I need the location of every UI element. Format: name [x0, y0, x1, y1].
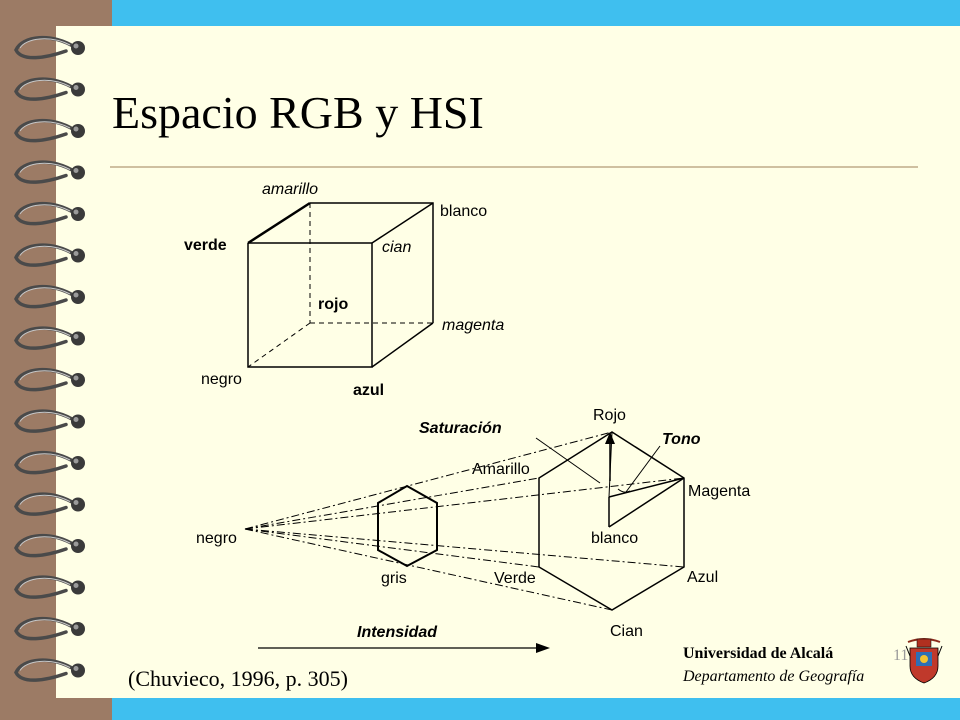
spiral-ring-icon: [14, 284, 85, 309]
small-hexagon: [377, 484, 438, 568]
hsi-label-magenta: Magenta: [688, 483, 750, 500]
cube-label-amarillo: amarillo: [262, 181, 318, 198]
intensity-label: Intensidad: [357, 624, 438, 641]
title-divider: [110, 166, 918, 168]
spiral-ring-icon: [14, 35, 85, 60]
cube-label-cian: cian: [382, 239, 411, 256]
cube-hidden-edge-diagonal: [247, 322, 311, 368]
hsi-label-amarillo: Amarillo: [472, 461, 530, 478]
spiral-ring-icon: [14, 533, 85, 558]
cube-label-negro: negro: [201, 371, 242, 388]
rgb-cube: [247, 201, 434, 368]
cube-label-verde: verde: [184, 237, 227, 254]
spiral-ring-icon: [14, 492, 85, 516]
hsi-label-saturacion: Saturación: [419, 420, 502, 437]
spiral-ring-icon: [14, 616, 85, 641]
spiral-ring-icon: [14, 243, 85, 267]
university-crest-icon: [905, 638, 943, 684]
hsi-label-negro: negro: [196, 530, 237, 547]
spiral-ring-icon: [14, 118, 85, 143]
department-name: Departamento de Geografía: [683, 668, 865, 685]
cube-label-magenta: magenta: [442, 317, 504, 334]
spiral-ring-icon: [14, 409, 85, 433]
hsi-label-gris: gris: [381, 570, 407, 587]
slide-background: [56, 26, 960, 698]
spiral-binding: [14, 35, 85, 682]
tono-arc: [617, 488, 631, 493]
university-name: Universidad de Alcalá: [683, 645, 834, 662]
spiral-ring-icon: [14, 658, 85, 682]
spiral-ring-icon: [14, 326, 85, 350]
cube-label-blanco: blanco: [440, 203, 487, 220]
spiral-ring-icon: [14, 160, 85, 184]
citation: (Chuvieco, 1996, p. 305): [128, 666, 348, 691]
cube-edge-bottom-right: [371, 322, 434, 368]
hsi-label-rojo: Rojo: [593, 407, 626, 424]
hsi-label-tono: Tono: [662, 431, 701, 448]
spiral-ring-icon: [14, 575, 85, 599]
hsi-label-azul: Azul: [687, 569, 718, 586]
spiral-ring-icon: [14, 367, 85, 392]
spiral-ring-icon: [14, 450, 85, 475]
hsi-label-blanco: blanco: [591, 530, 638, 547]
saturation-vector-2: [608, 477, 685, 528]
slide-title: Espacio RGB y HSI: [112, 87, 484, 138]
large-hexagon: [538, 431, 685, 611]
hsi-label-verde: Verde: [494, 570, 536, 587]
page-number: 11: [893, 647, 909, 664]
hsi-cone: [244, 431, 685, 611]
cube-label-azul: azul: [353, 382, 384, 399]
saturation-vector: [608, 477, 685, 498]
cube-label-rojo: rojo: [318, 296, 348, 313]
spiral-ring-icon: [14, 77, 85, 101]
spiral-ring-icon: [14, 201, 85, 226]
cube-edge-top-left: [247, 201, 311, 245]
rojo-arrow-head: [605, 432, 615, 444]
hsi-label-cian: Cian: [610, 623, 643, 640]
tono-pointer: [625, 445, 661, 493]
cube-edge-top-right: [371, 202, 434, 244]
saturation-pointer: [535, 437, 601, 484]
intensity-arrow-head: [536, 643, 550, 653]
